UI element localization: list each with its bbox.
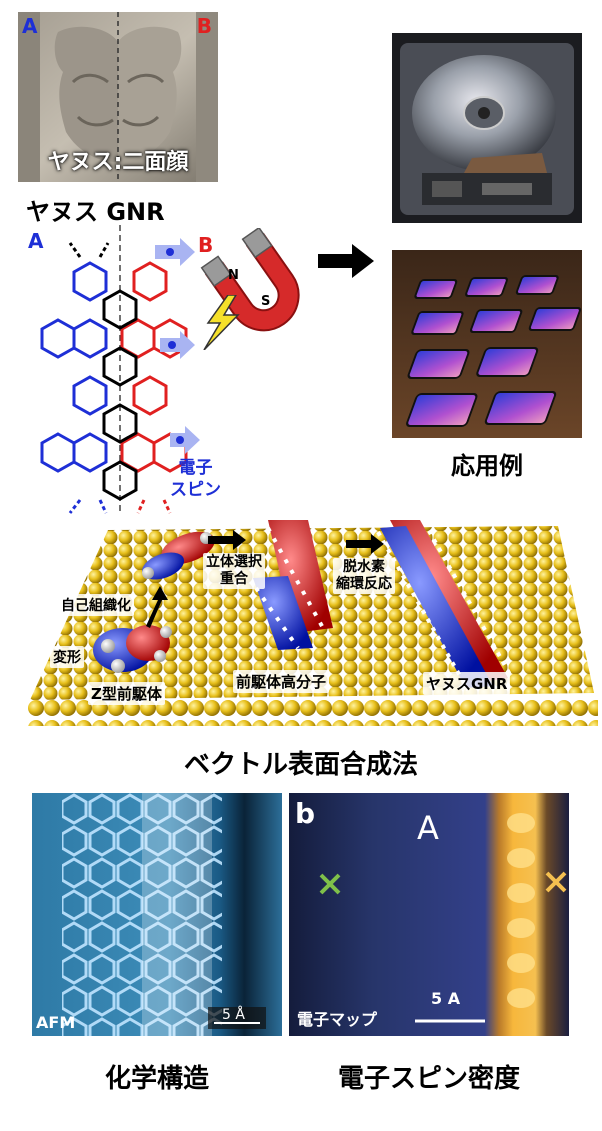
janus-relief-image	[18, 12, 218, 182]
afm-image: AFM 5 Å	[32, 793, 282, 1036]
afm-caption: 化学構造	[104, 1064, 209, 1094]
spin-label: 電子 スピン	[170, 457, 221, 501]
precursor-label: Z型前駆体	[88, 682, 165, 705]
janus-photo: A B ヤヌス:二面顔	[18, 12, 218, 182]
gnr-label-a: A	[28, 229, 44, 253]
janus-photo-caption: ヤヌス:二面顔	[47, 150, 189, 175]
spin-map-caption: 電子スピン密度	[337, 1064, 520, 1094]
gnr-label-b: B	[198, 233, 214, 257]
spin-map-image: b A 電子マップ 5 A	[289, 793, 569, 1036]
lightning-icon	[198, 295, 243, 350]
janus-label-a: A	[22, 14, 38, 38]
step2-line1: 脱水素	[343, 559, 385, 575]
product-label: ヤヌスGNR	[423, 672, 511, 695]
spin-corner-label: 電子マップ	[297, 1010, 378, 1029]
afm-scale-label: 5 Å	[222, 1007, 245, 1023]
applications-caption: 応用例	[451, 452, 523, 480]
spin-region-label: A	[417, 809, 439, 847]
janus-gnr-diagram: A B 電子 スピン	[20, 225, 270, 515]
hard-disk-image	[392, 33, 582, 223]
janus-label-b: B	[196, 14, 212, 38]
spin-label-line2: スピン	[170, 480, 221, 500]
step1-line1: 立体選択	[206, 554, 262, 570]
gnr-structure-svg	[40, 225, 200, 515]
self-assembly-label: 自己組織化	[58, 594, 134, 616]
step2-line2: 縮環反応	[336, 576, 392, 592]
application-arrow-icon	[318, 244, 374, 278]
polymer-label: 前駆体高分子	[233, 670, 330, 693]
step2-label: 脱水素 縮環反応	[333, 558, 395, 594]
spin-scale-label: 5 A	[431, 989, 461, 1008]
deformation-label: 変形	[50, 646, 84, 668]
magnet-s-label: S	[261, 294, 271, 309]
step1-line2: 重合	[220, 571, 248, 587]
synthesis-illustration: 立体選択 重合 脱水素 縮環反応 自己組織化 変形 Z型前駆体 前駆体高分子 ヤ…	[28, 518, 598, 733]
step1-label: 立体選択 重合	[203, 553, 265, 589]
magnet-n-label: N	[228, 268, 239, 283]
synthesis-caption: ベクトル表面合成法	[183, 750, 418, 780]
gnr-title: ヤヌス GNR	[26, 198, 165, 226]
spin-panel-letter: b	[295, 797, 316, 830]
smartphones-image	[392, 250, 582, 438]
spin-label-line1: 電子	[178, 458, 213, 478]
afm-corner-label: AFM	[36, 1013, 76, 1032]
